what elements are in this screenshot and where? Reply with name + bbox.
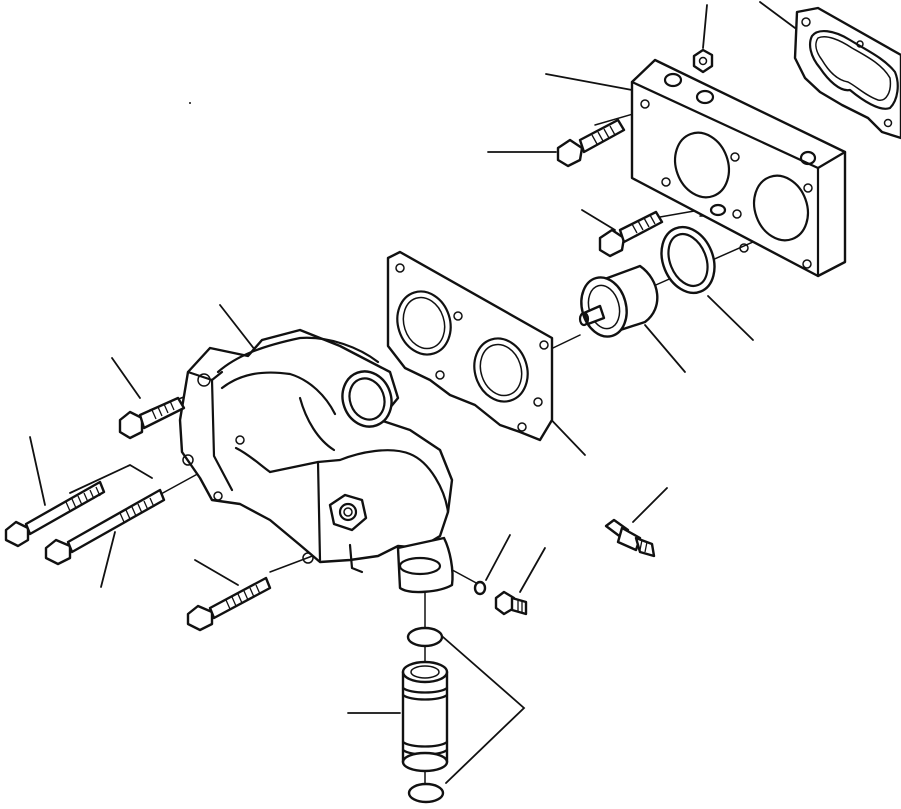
leader-bolt-short xyxy=(111,357,141,399)
leader-thermostat xyxy=(644,324,686,373)
plug-fitting xyxy=(494,590,528,616)
mounting-bolt-plate xyxy=(556,118,626,168)
long-bolt-2 xyxy=(44,488,166,566)
bolt-lower xyxy=(186,576,272,632)
leader-nut-top xyxy=(702,4,708,49)
leader-water-outlet xyxy=(219,304,256,351)
leader-long-bolt-1 xyxy=(29,436,46,506)
o-ring-small xyxy=(473,580,487,596)
leader-o-ring-small xyxy=(485,534,511,581)
water-outlet-housing xyxy=(178,328,454,594)
leader-seal-ring xyxy=(707,295,754,341)
leader-housing-plate xyxy=(545,73,633,91)
gasket-top-right xyxy=(793,6,901,140)
leader-bolt-lower xyxy=(194,559,239,586)
thermostat xyxy=(578,264,659,338)
seal-ring xyxy=(660,225,716,295)
leader-long-bolt-2 xyxy=(100,531,116,588)
connector-pipe xyxy=(401,660,449,773)
leader-plug xyxy=(519,547,546,593)
long-bolt-1 xyxy=(4,480,106,548)
o-ring-lower xyxy=(407,782,445,804)
nut-top xyxy=(692,48,714,74)
gasket-middle xyxy=(386,250,554,442)
temperature-sender xyxy=(604,518,656,558)
mounting-bolt-upper xyxy=(598,210,664,258)
o-ring-upper xyxy=(406,626,444,648)
thermostat-housing-plate xyxy=(630,58,847,278)
leader-sender xyxy=(632,487,668,523)
leader-bolt-bracket xyxy=(69,463,153,494)
leader-o-rings xyxy=(442,636,526,784)
leader-lines xyxy=(29,1,796,784)
leader-bolt-upper xyxy=(581,209,616,231)
stray-dot xyxy=(189,102,191,104)
bolt-short xyxy=(118,396,186,440)
leader-gasket-top-right xyxy=(759,1,796,29)
